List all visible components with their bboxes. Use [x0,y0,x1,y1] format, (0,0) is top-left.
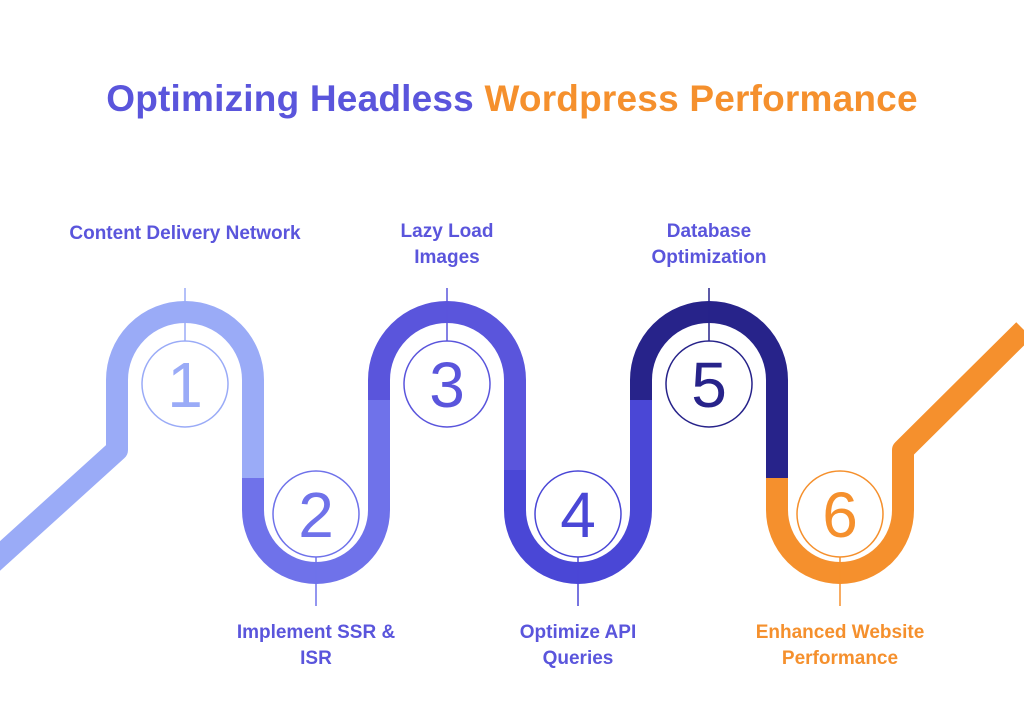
title-part-primary: Optimizing Headless [106,78,474,119]
step-label-3: Lazy Load Images [400,221,494,268]
step-label-6: Enhanced Website Performance [755,622,925,669]
path-segment-1 [0,301,264,571]
step-circle-2 [272,470,360,558]
step-circle-6 [796,470,884,558]
step-number-1: 1 [167,349,203,421]
page-title: Optimizing Headless Wordpress Performanc… [0,78,1024,120]
step-number-4: 4 [560,479,596,551]
step-numbers: 1 2 3 4 5 6 [167,349,858,551]
step-circle-5 [665,340,753,428]
step-circles [141,340,884,558]
step-number-3: 3 [429,349,465,421]
step-circle-3 [403,340,491,428]
title-part-accent: Wordpress Performance [484,78,918,119]
step-number-6: 6 [822,479,858,551]
step-number-5: 5 [691,349,727,421]
step-label-2: Implement SSR & ISR [236,622,396,669]
step-number-2: 2 [298,479,334,551]
step-label-1: Content Delivery Network [69,223,301,244]
label-connectors [184,288,841,606]
path-segment-6 [766,322,1024,584]
step-circle-1 [141,340,229,428]
step-label-5: Database Optimization [651,221,767,268]
step-label-4: Optimize API Queries [519,622,637,669]
step-circle-4 [534,470,622,558]
